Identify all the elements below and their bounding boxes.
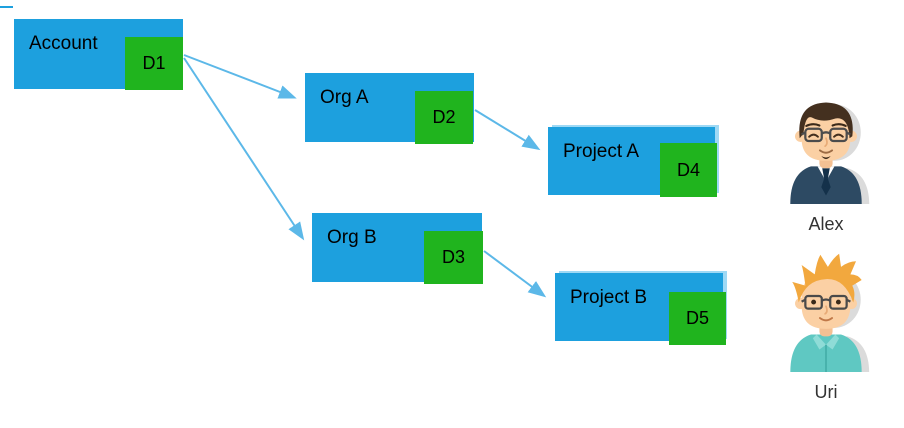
badge-d1: D1 — [125, 37, 183, 90]
node-org-a-label: Org A — [320, 87, 369, 108]
badge-d4-label: D4 — [676, 159, 700, 180]
badge-d2: D2 — [415, 91, 473, 144]
stray-line-artifact — [0, 6, 13, 8]
badge-d3: D3 — [424, 231, 483, 284]
avatar-uri — [790, 253, 870, 373]
badge-d5: D5 — [669, 292, 726, 345]
node-project-b-label: Project B — [570, 287, 648, 308]
node-account-label: Account — [29, 33, 98, 54]
badge-d4: D4 — [660, 143, 717, 197]
glasses-icon — [801, 127, 851, 143]
user-uri-name: Uri — [814, 382, 838, 402]
badge-d2-label: D2 — [432, 107, 456, 127]
user-uri: Uri — [779, 250, 873, 403]
user-alex: Alex — [779, 94, 873, 235]
avatar-alex — [790, 102, 870, 205]
user-alex-name: Alex — [808, 214, 844, 234]
badge-d5-label: D5 — [685, 308, 709, 328]
glasses-icon — [801, 294, 851, 310]
node-org-b-label: Org B — [327, 227, 377, 248]
node-project-a-label: Project A — [563, 141, 640, 162]
arrow-d1-to-org-a — [183, 54, 297, 99]
badge-d1-label: D1 — [142, 53, 166, 73]
arrow-d2-to-project-a — [474, 109, 541, 151]
arrow-d3-to-project-b — [483, 250, 547, 298]
badge-d3-label: D3 — [441, 247, 465, 267]
arrow-d1-to-org-b — [183, 57, 305, 241]
